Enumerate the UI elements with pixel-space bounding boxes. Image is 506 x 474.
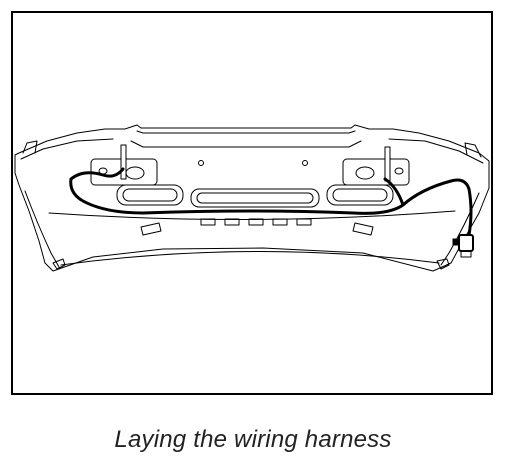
right-exhaust-cutout <box>326 184 394 206</box>
left-corner-bracket <box>22 140 38 154</box>
left-mount-hole <box>125 166 145 180</box>
center-reflector-inner <box>196 192 314 204</box>
sensor-socket-1 <box>200 218 216 226</box>
right-mount-hole <box>355 166 375 180</box>
harness-connector-plug <box>458 234 474 252</box>
left-lower-contour <box>24 190 60 268</box>
harness-connector-tab <box>460 250 472 258</box>
right-mounting-block <box>342 158 410 186</box>
sensor-socket-5 <box>296 218 312 226</box>
figure-caption: Laying the wiring harness <box>114 426 392 453</box>
bumper-top-edge <box>136 130 356 134</box>
left-lower-vent <box>52 258 66 270</box>
center-hole-left <box>198 160 204 166</box>
right-corner-bracket <box>464 142 482 158</box>
bumper-wiring-diagram <box>14 124 490 272</box>
wiring-harness-right-branch <box>383 177 405 207</box>
right-side-reflector <box>352 222 374 236</box>
wiring-harness-left-branch <box>69 167 125 181</box>
right-lower-contour <box>440 192 480 266</box>
right-mount-hole-small <box>394 167 404 175</box>
right-exhaust-inner <box>332 188 388 202</box>
left-stud <box>120 144 127 180</box>
sensor-socket-3 <box>248 218 264 226</box>
illustration-frame <box>11 11 493 395</box>
bumper-outline <box>14 124 490 272</box>
wiring-harness <box>69 177 473 247</box>
sensor-socket-4 <box>272 218 288 226</box>
right-lower-vent <box>436 258 450 270</box>
left-exhaust-cutout <box>116 184 184 206</box>
left-exhaust-inner <box>122 188 178 202</box>
center-reflector-panel <box>190 188 320 208</box>
center-hole-right <box>302 160 308 166</box>
harness-clip <box>452 238 460 246</box>
left-fascia-line <box>20 138 114 160</box>
sensor-socket-2 <box>224 218 240 226</box>
right-stud <box>384 146 391 182</box>
bumper-top-inner-edge <box>130 140 362 148</box>
bumper-lower-skirt <box>60 251 440 266</box>
right-fascia-line <box>388 138 484 164</box>
left-side-reflector <box>140 222 162 236</box>
